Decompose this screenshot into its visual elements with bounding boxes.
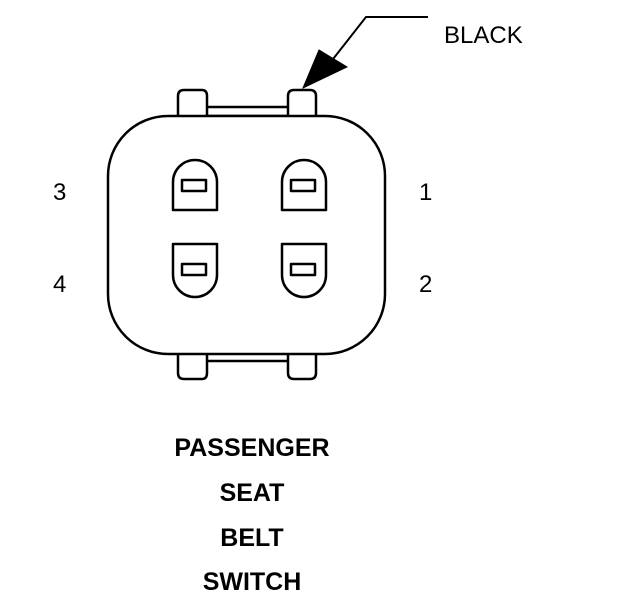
connector-body (106, 114, 387, 356)
cavity-pin-2 (280, 242, 328, 299)
cavity-pin-4 (171, 242, 219, 299)
cavity-pin-1 (280, 158, 328, 212)
caption-line-4: SWITCH (203, 568, 302, 596)
top-latch (176, 88, 318, 120)
pin-label-2: 2 (419, 271, 432, 298)
color-callout-leader (302, 16, 428, 90)
pin-label-1: 1 (419, 179, 432, 206)
caption-line-2: SEAT (220, 479, 285, 507)
caption-line-3: BELT (220, 524, 283, 552)
cavity-pin-3 (171, 158, 219, 212)
caption-line-1: PASSENGER (174, 434, 329, 462)
wire-color-label: BLACK (444, 22, 523, 49)
pin-label-4: 4 (53, 271, 66, 298)
pin-label-3: 3 (53, 179, 66, 206)
